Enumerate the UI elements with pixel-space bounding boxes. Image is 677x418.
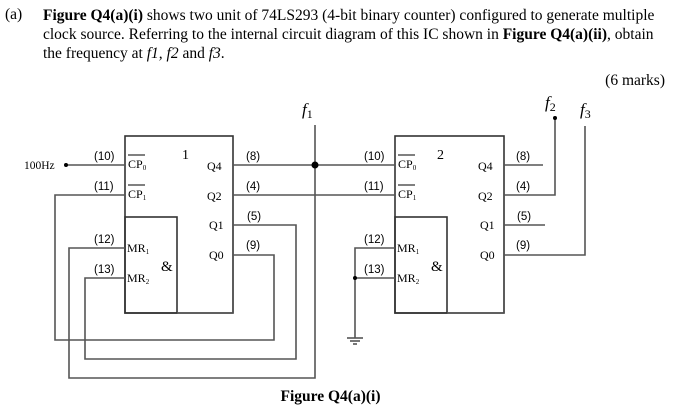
chip-2-pin-8: (8) — [516, 151, 530, 163]
wire-chip1-mr1-loop — [68, 247, 316, 379]
chip-2-pin-11: (11) — [364, 181, 384, 193]
chip-1-pin-9: (9) — [246, 240, 260, 252]
chip-1-pin-13: (13) — [94, 264, 115, 276]
chip-1-id: 1 — [182, 148, 189, 163]
chip-1-pin-4: (4) — [246, 181, 260, 193]
input-label: 100Hz — [24, 160, 55, 172]
chip-1-pin-5: (5) — [247, 211, 261, 223]
junction-input — [64, 163, 68, 167]
chip-2-q4: Q4 — [478, 159, 493, 173]
junction-f2 — [553, 116, 557, 120]
chip-2-q2: Q2 — [478, 189, 493, 203]
chip-2-id: 2 — [437, 148, 444, 163]
f2-label: f2 — [545, 93, 556, 114]
chip-2-q1: Q1 — [480, 218, 495, 232]
chip-1-mr1: MR1 — [127, 241, 150, 256]
freq-list-1: f1, f2 — [146, 45, 179, 62]
chip-2-pin-12: (12) — [364, 234, 385, 246]
figure-ref-1: Figure Q4(a)(i) — [43, 7, 144, 24]
chip-2-reset-gate — [394, 216, 448, 314]
freq-list-2: f3 — [208, 45, 221, 62]
chip-1-mr2: MR2 — [127, 271, 150, 286]
chip-2-pin-9: (9) — [516, 240, 530, 252]
chip-2-pin-5: (5) — [517, 211, 531, 223]
chip-2-mr2: MR2 — [397, 271, 420, 286]
chip-2-pin-13: (13) — [364, 264, 385, 276]
f3-label: f3 — [580, 100, 591, 121]
chip-1-q0: Q0 — [209, 248, 224, 262]
chip-1-pin-8: (8) — [246, 151, 260, 163]
wire-chip2-q2-f2 — [504, 118, 556, 196]
chip-2-mr1: MR1 — [397, 241, 420, 256]
wire-chip2-q0-f3 — [504, 126, 586, 256]
wire-chip2-mr1 — [354, 247, 395, 338]
question-text-body-3: and — [178, 45, 209, 62]
question-text-body-1: shows two unit of 74LS293 (4-bit binary … — [43, 7, 655, 43]
question-text: Figure Q4(a)(i) shows two unit of 74LS29… — [43, 6, 668, 63]
chip-2-cp0: CP0 — [398, 157, 417, 172]
junction-f1 — [311, 161, 319, 169]
chip-1-pin-10: (10) — [94, 151, 115, 163]
figure-caption-text: Figure Q4(a)(i) — [280, 388, 381, 405]
chip-1-q4: Q4 — [207, 159, 222, 173]
chip-1-cp0: CP0 — [128, 157, 147, 172]
chip-2-q0: Q0 — [480, 248, 495, 262]
chip-1-pin-11: (11) — [94, 181, 114, 193]
wire-chip1-mr2-loop — [84, 224, 297, 360]
chip-2-pin-10: (10) — [364, 151, 385, 163]
wire-chip1-cp1-loop — [54, 194, 275, 341]
chip-1-reset-gate — [124, 216, 178, 314]
question-text-body-4: . — [220, 45, 225, 62]
marks-label: (6 marks) — [605, 72, 665, 89]
chip-1-q2: Q2 — [207, 189, 222, 203]
chip-2-pin-4: (4) — [516, 181, 530, 193]
question-text-body-2: , obtain the frequency at — [43, 26, 654, 62]
chip-1-pin-12: (12) — [94, 234, 115, 246]
chip-1-q1: Q1 — [209, 218, 224, 232]
chip-1-gate-and: & — [161, 259, 173, 275]
chip-1-cp1: CP1 — [128, 187, 147, 202]
chip-2-gate-and: & — [431, 259, 443, 275]
figure-caption: Figure Q4(a)(i) — [0, 388, 677, 406]
question-label: (a) — [5, 6, 23, 23]
junction-mr-ground — [353, 276, 357, 280]
figure-ref-2: Figure Q4(a)(ii) — [502, 26, 608, 43]
f1-label: f1 — [302, 100, 313, 121]
chip-2-cp1: CP1 — [398, 187, 417, 202]
